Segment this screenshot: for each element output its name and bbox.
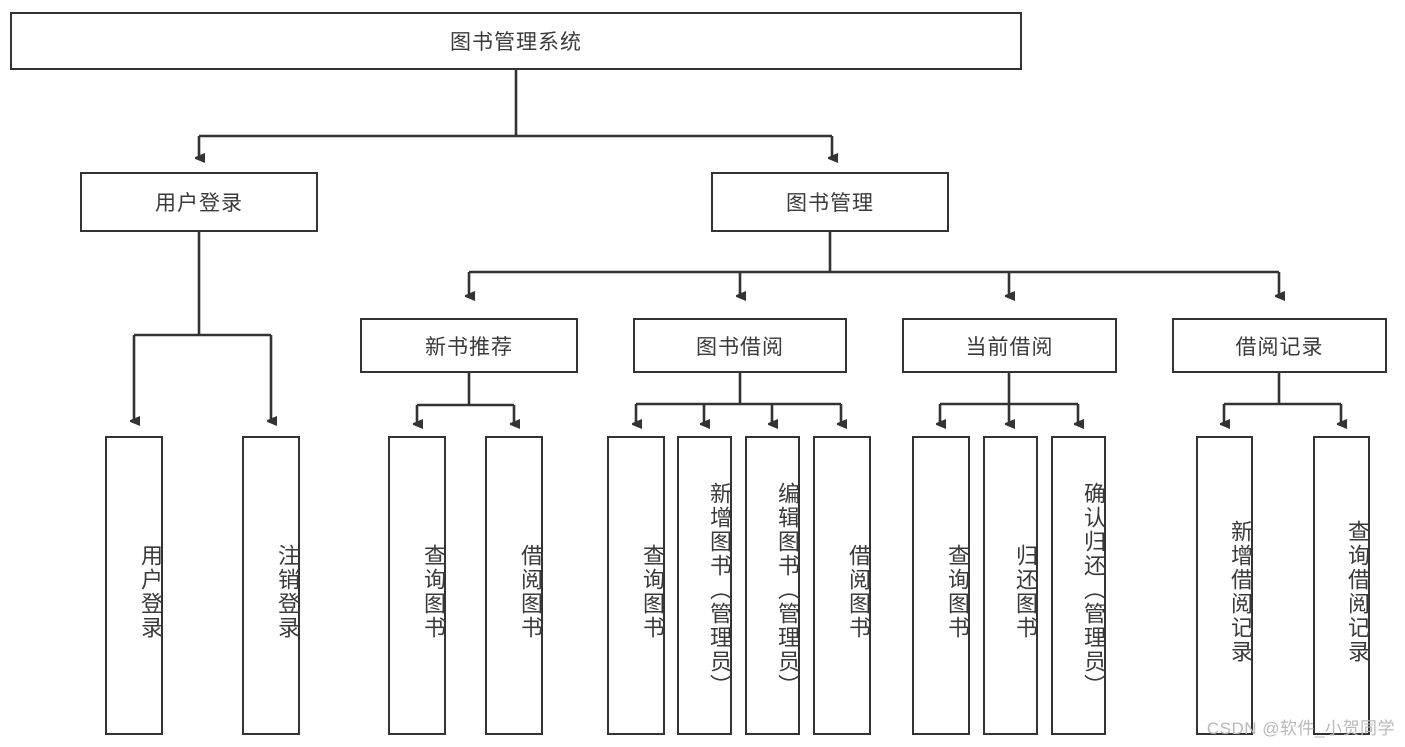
- leaf-label: 新增借阅记录: [1228, 519, 1253, 664]
- leaf-label: 确认归还（管理员）: [1081, 481, 1106, 698]
- leaf-book-borrow-edit-book[interactable]: 编辑图书（管理员）: [745, 436, 800, 735]
- leaf-book-borrow-query-book[interactable]: 查询图书: [607, 436, 665, 735]
- node-new-book-recommend-label: 新书推荐: [425, 335, 513, 359]
- leaf-book-borrow-add-book[interactable]: 新增图书（管理员）: [677, 436, 732, 735]
- node-borrow-record[interactable]: 借阅记录: [1172, 318, 1387, 373]
- node-new-book-recommend[interactable]: 新书推荐: [360, 318, 578, 373]
- leaf-borrow-record-add-record[interactable]: 新增借阅记录: [1196, 436, 1253, 735]
- leaf-label: 用户登录: [138, 543, 163, 640]
- node-book-borrow-label: 图书借阅: [696, 335, 784, 359]
- leaf-current-borrow-return-book[interactable]: 归还图书: [983, 436, 1038, 735]
- node-user-login[interactable]: 用户登录: [80, 172, 318, 232]
- node-root-label: 图书管理系统: [450, 31, 582, 54]
- leaf-new-book-query-book[interactable]: 查询图书: [388, 436, 446, 735]
- leaf-user-login-logout[interactable]: 注销登录: [242, 436, 300, 735]
- leaf-current-borrow-query-book[interactable]: 查询图书: [912, 436, 970, 735]
- node-user-login-label: 用户登录: [155, 192, 243, 215]
- leaf-label: 注销登录: [275, 543, 300, 640]
- leaf-new-book-borrow-book[interactable]: 借阅图书: [485, 436, 543, 735]
- leaf-book-borrow-borrow-book[interactable]: 借阅图书: [813, 436, 871, 735]
- leaf-label: 查询图书: [421, 543, 446, 640]
- leaf-label: 查询图书: [945, 543, 970, 640]
- leaf-label: 新增图书（管理员）: [707, 481, 732, 698]
- node-current-borrow-label: 当前借阅: [965, 335, 1054, 359]
- leaf-current-borrow-confirm-return[interactable]: 确认归还（管理员）: [1051, 436, 1106, 735]
- leaf-label: 归还图书: [1013, 543, 1038, 640]
- watermark-text: CSDN @软件_小贺同学: [1206, 719, 1395, 738]
- node-book-management-label: 图书管理: [786, 192, 874, 215]
- leaf-label: 查询图书: [640, 543, 665, 640]
- node-book-management[interactable]: 图书管理: [711, 172, 949, 232]
- leaf-label: 借阅图书: [846, 543, 871, 640]
- node-book-borrow[interactable]: 图书借阅: [633, 318, 847, 373]
- leaf-user-login-login[interactable]: 用户登录: [105, 436, 163, 735]
- node-current-borrow[interactable]: 当前借阅: [902, 318, 1117, 373]
- leaf-label: 查询借阅记录: [1345, 519, 1370, 664]
- node-root[interactable]: 图书管理系统: [10, 12, 1022, 70]
- leaf-label: 借阅图书: [518, 543, 543, 640]
- node-borrow-record-label: 借阅记录: [1235, 335, 1324, 359]
- leaf-label: 编辑图书（管理员）: [775, 481, 800, 698]
- leaf-borrow-record-query-record[interactable]: 查询借阅记录: [1313, 436, 1370, 735]
